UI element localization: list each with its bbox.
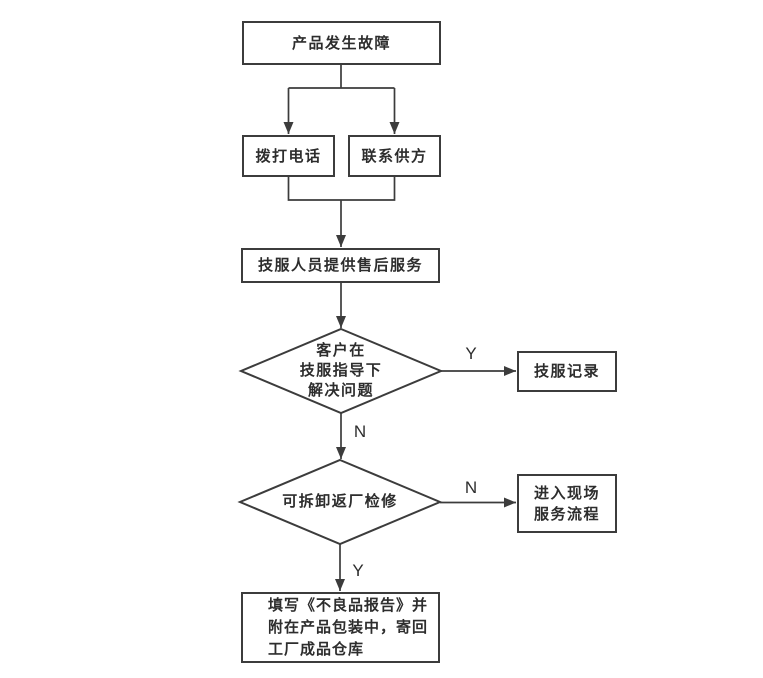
decision-solve-label: 客户在 技服指导下 解决问题 xyxy=(241,339,441,403)
label-detach-yes: Y xyxy=(352,561,364,580)
node-make-call: 拨打电话 xyxy=(242,135,335,177)
report-line-1: 填写《不良品报告》并 xyxy=(268,596,429,614)
node-defect-report: 填写《不良品报告》并 附在产品包装中，寄回 工厂成品仓库 xyxy=(241,592,440,663)
onsite-line-1: 进入现场 xyxy=(533,484,600,502)
node-contact-supplier: 联系供方 xyxy=(348,135,441,177)
label-solve-yes: Y xyxy=(465,344,477,363)
decision-solve-line-1: 客户在 xyxy=(316,342,366,359)
edge-start-split xyxy=(288,65,395,89)
node-onsite-process: 进入现场 服务流程 xyxy=(517,474,617,533)
edge-merge xyxy=(287,177,396,201)
decision-detach-label: 可拆卸返厂检修 xyxy=(282,493,398,510)
node-service-record: 技服记录 xyxy=(517,351,617,392)
label-detach-no: N xyxy=(464,478,478,497)
node-product-failure: 产品发生故障 xyxy=(242,21,441,65)
report-line-3: 工厂成品仓库 xyxy=(268,640,365,658)
report-line-2: 附在产品包装中，寄回 xyxy=(268,618,429,636)
node-after-sales-service: 技服人员提供售后服务 xyxy=(241,248,440,283)
decision-solve-line-2: 技服指导下 xyxy=(299,362,383,379)
label-solve-no: N xyxy=(353,422,367,441)
decision-solve-line-3: 解决问题 xyxy=(307,382,374,399)
onsite-line-2: 服务流程 xyxy=(533,505,600,523)
